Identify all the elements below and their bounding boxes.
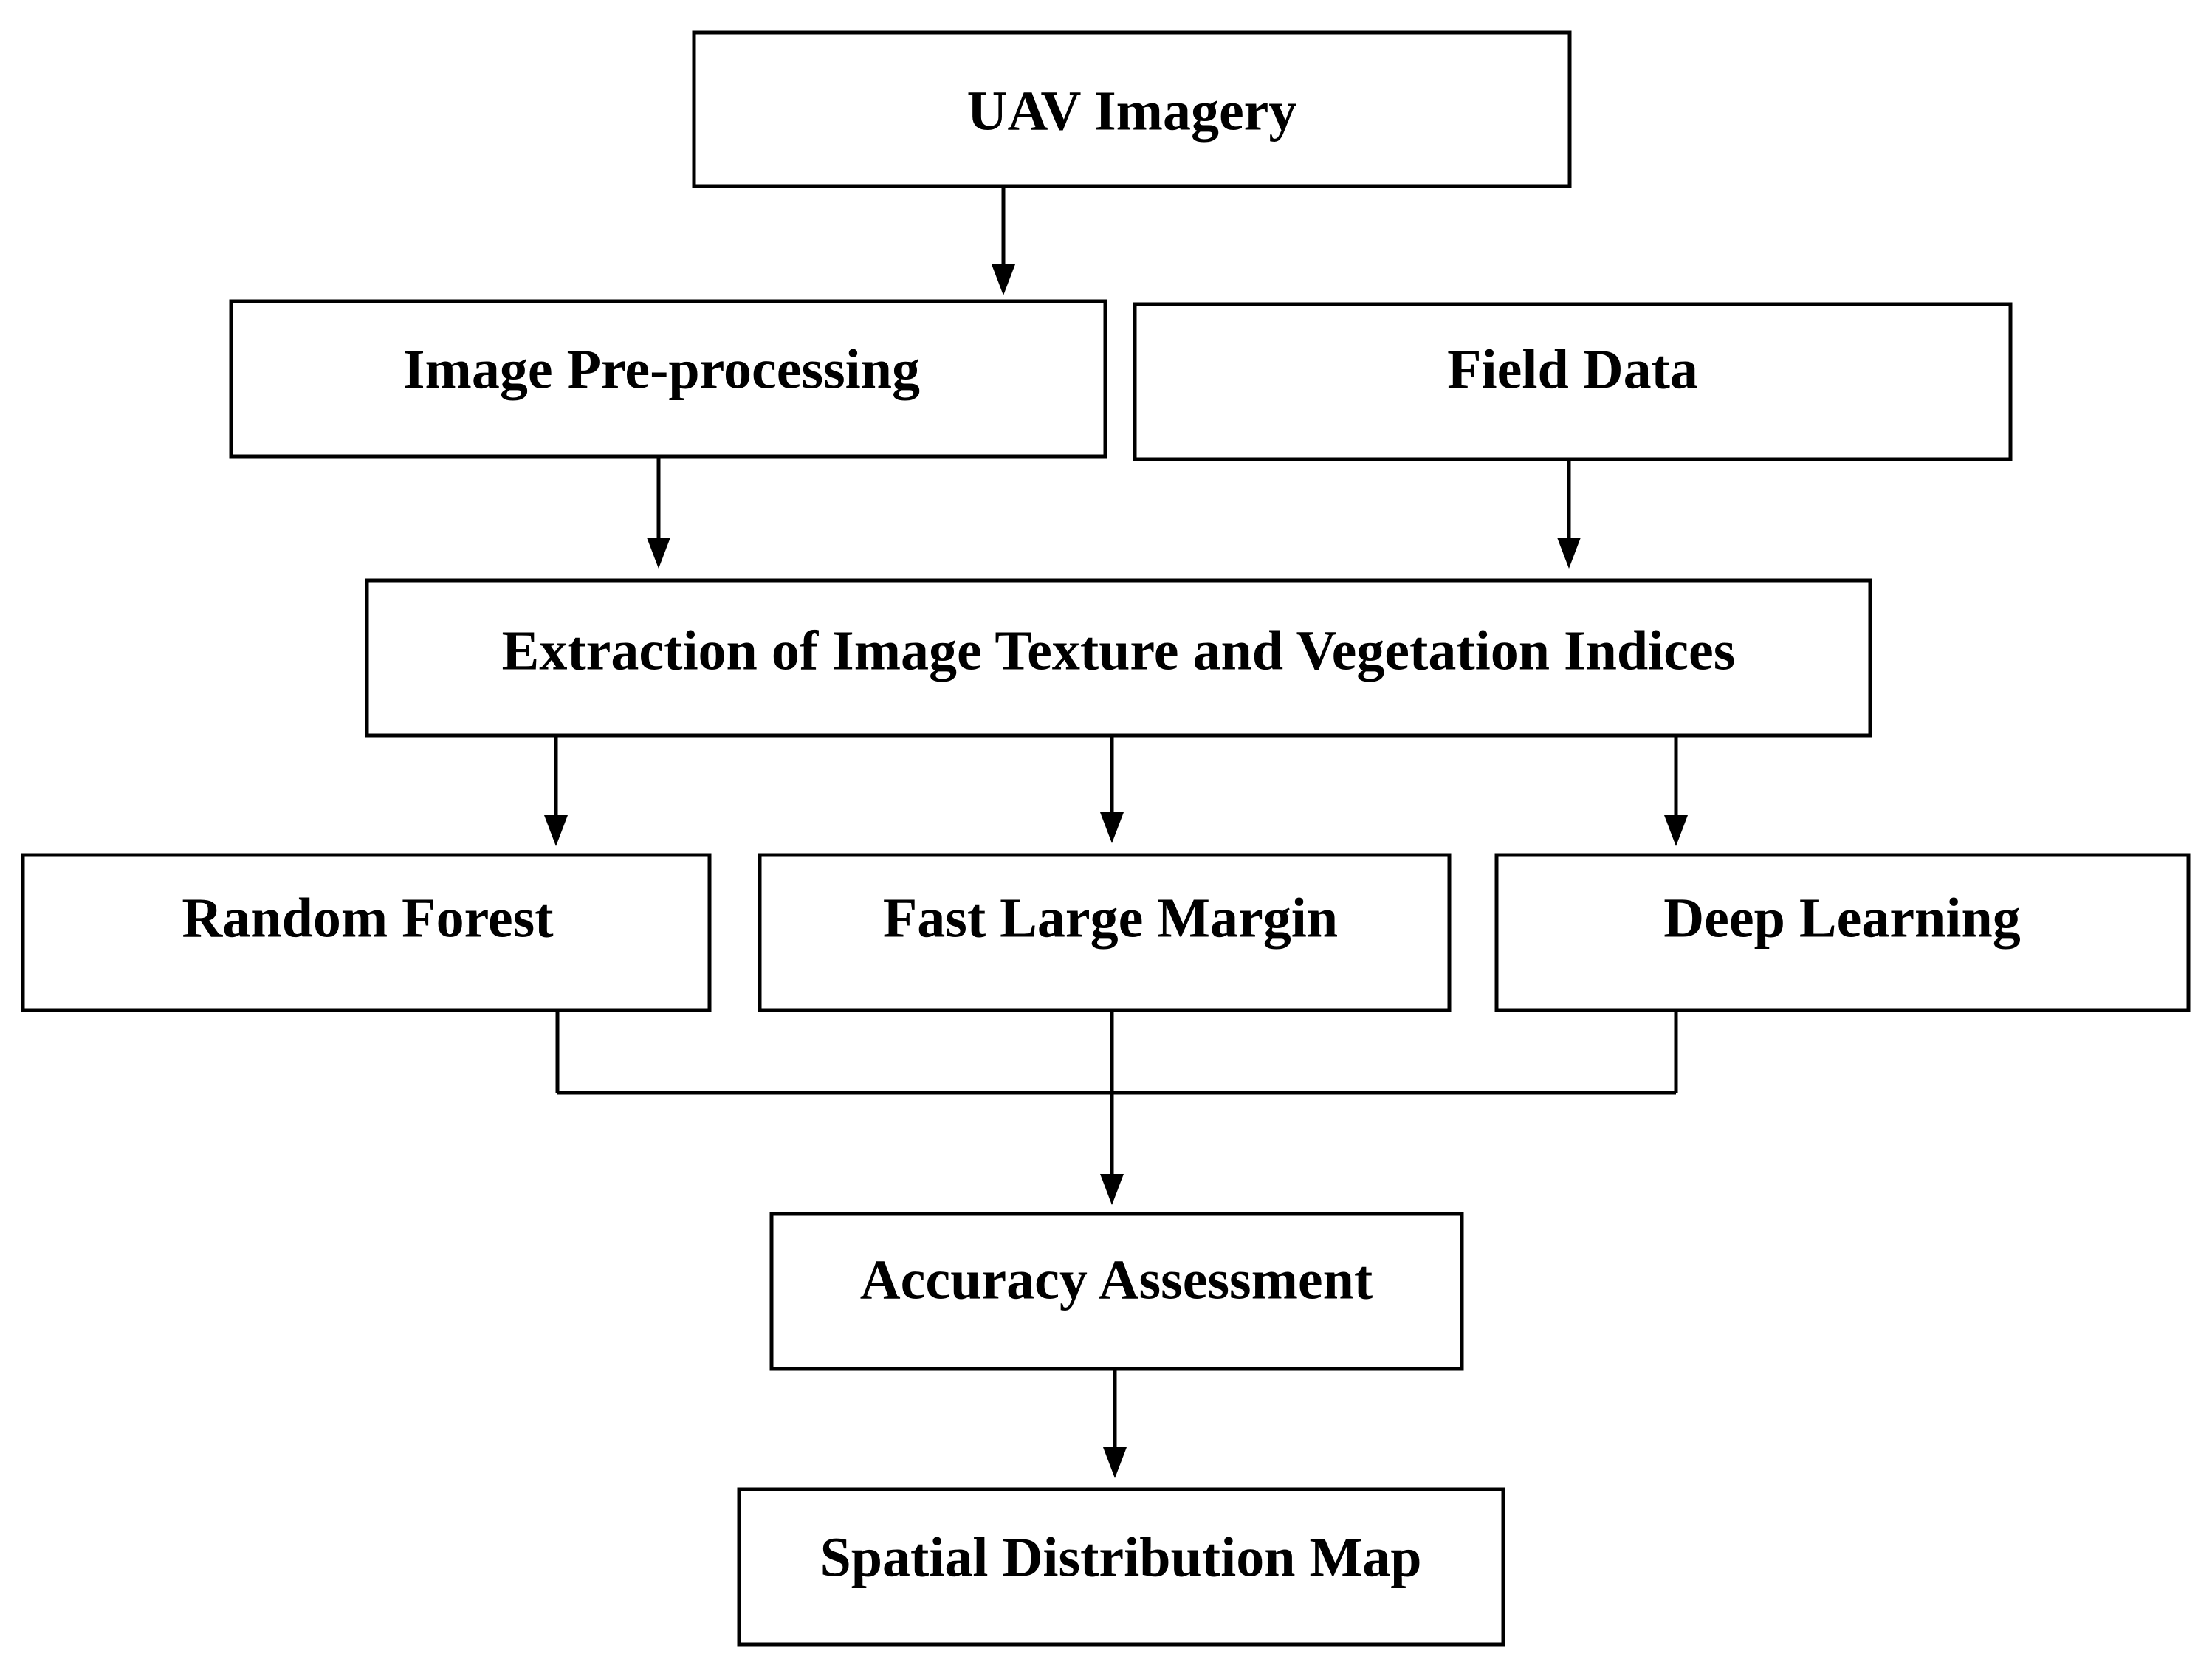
node-deep-learning-box <box>1494 853 2191 1012</box>
node-uav-imagery-box <box>692 30 1572 188</box>
arrow-extraction-to-random-forest <box>544 735 568 846</box>
node-fast-large-margin-box <box>758 853 1452 1012</box>
node-field-data-box <box>1133 302 2013 461</box>
node-random-forest: Random Forest <box>21 853 712 1012</box>
arrow-extraction-to-fast-large-margin-head <box>1100 812 1124 843</box>
node-spatial-distribution-map: Spatial Distribution Map <box>737 1487 1505 1647</box>
node-random-forest-label: Random Forest <box>182 887 553 949</box>
node-fast-large-margin-label: Fast Large Margin <box>883 887 1338 949</box>
node-uav-imagery: UAV Imagery <box>692 30 1572 188</box>
arrow-accuracy-to-map <box>1103 1369 1127 1478</box>
node-random-forest-box <box>21 853 712 1012</box>
arrow-field-data-to-extraction-head <box>1557 538 1581 569</box>
node-extraction-box <box>365 578 1872 738</box>
arrow-preprocessing-to-extraction <box>647 456 670 569</box>
node-field-data-label: Field Data <box>1447 338 1698 400</box>
node-image-preprocessing-box <box>229 299 1107 459</box>
node-deep-learning: Deep Learning <box>1494 853 2191 1012</box>
arrow-extraction-to-fast-large-margin <box>1100 735 1124 843</box>
arrow-field-data-to-extraction <box>1557 459 1581 569</box>
node-image-preprocessing: Image Pre-processing <box>229 299 1107 459</box>
node-accuracy-assessment: Accuracy Assessment <box>769 1212 1464 1371</box>
merge-connector <box>555 1010 1678 1095</box>
node-uav-imagery-label: UAV Imagery <box>967 80 1297 142</box>
arrow-accuracy-to-map-head <box>1103 1447 1127 1478</box>
arrow-preprocessing-to-extraction-head <box>647 538 670 569</box>
node-accuracy-assessment-box <box>769 1212 1464 1371</box>
arrow-extraction-to-deep-learning <box>1664 735 1688 846</box>
node-extraction: Extraction of Image Texture and Vegetati… <box>365 578 1872 738</box>
arrow-extraction-to-random-forest-head <box>544 815 568 846</box>
arrow-uav-to-preprocessing-head <box>992 264 1015 295</box>
node-field-data: Field Data <box>1133 302 2013 461</box>
node-image-preprocessing-label: Image Pre-processing <box>403 338 920 400</box>
node-fast-large-margin: Fast Large Margin <box>758 853 1452 1012</box>
arrow-uav-to-preprocessing <box>992 186 1015 295</box>
node-accuracy-assessment-label: Accuracy Assessment <box>860 1249 1373 1311</box>
node-spatial-distribution-map-label: Spatial Distribution Map <box>820 1526 1421 1588</box>
node-deep-learning-label: Deep Learning <box>1663 887 2020 949</box>
arrow-extraction-to-deep-learning-head <box>1664 815 1688 846</box>
node-extraction-label: Extraction of Image Texture and Vegetati… <box>502 619 1736 682</box>
arrow-models-to-accuracy-head <box>1100 1174 1124 1205</box>
arrow-models-to-accuracy <box>1100 1010 1124 1205</box>
node-spatial-distribution-map-box <box>737 1487 1505 1647</box>
